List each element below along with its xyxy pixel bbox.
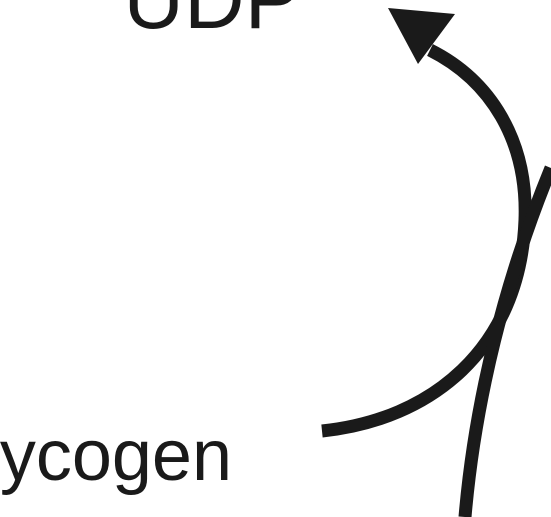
arrow-curve <box>321 44 532 438</box>
udp-label: UDP <box>123 0 300 46</box>
glycogen-label: Glycogen <box>0 416 232 496</box>
crossing-line <box>458 165 551 517</box>
arrowhead-icon <box>388 8 455 64</box>
